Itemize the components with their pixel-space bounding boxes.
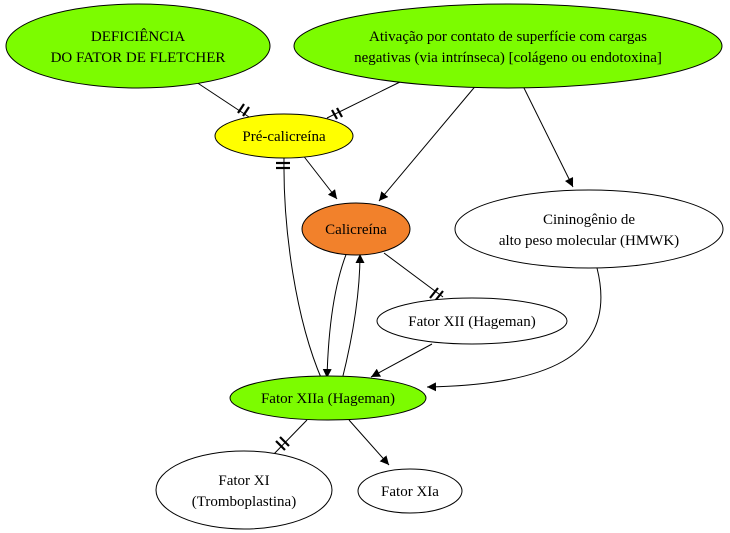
node-label: Fator XIa (381, 484, 439, 500)
node-label-line2: alto peso molecular (HMWK) (499, 233, 679, 249)
node-factor-xiia[interactable]: Fator XIIa (Hageman) (229, 375, 427, 421)
node-label-line1: DEFICIÊNCIA (91, 28, 185, 45)
node-label: Fator XII (Hageman) (408, 314, 535, 330)
node-label-line1: Ativação por contato de superfície com c… (369, 29, 647, 45)
edge-activation-to-kallikrein (378, 82, 479, 202)
node-label-line2: negativas (via intrínseca) [colágeno ou … (354, 50, 662, 66)
edge-kallikrein-to-factor-xiia (322, 251, 348, 379)
edge-activation-to-prekallikrein (326, 81, 401, 120)
node-label-line2: (Tromboplastina) (192, 494, 296, 510)
node-fletcher-factor-deficiency[interactable]: DEFICIÊNCIA DO FATOR DE FLETCHER (5, 3, 271, 89)
node-factor-xi[interactable]: Fator XI (Tromboplastina) (155, 450, 333, 530)
edge-prekallikrein-to-kallikrein (301, 153, 338, 200)
edge-kallikrein-to-factor-xii (383, 252, 444, 302)
edge-factor-xiia-to-factor-xia (348, 419, 390, 466)
nodes: DEFICIÊNCIA DO FATOR DE FLETCHER Ativaçã… (5, 3, 724, 530)
node-surface-contact-activation[interactable]: Ativação por contato de superfície com c… (293, 3, 723, 89)
node-label: Pré-calicreína (242, 129, 326, 145)
node-factor-xia[interactable]: Fator XIa (357, 468, 463, 514)
node-label: Calicreína (325, 222, 387, 238)
node-label: Fator XIIa (Hageman) (261, 391, 395, 407)
edge-activation-to-hmwk (521, 83, 574, 188)
edge-factor-xiia-to-prekallikrein (276, 157, 323, 381)
edge-deficiency-to-prekallikrein (189, 77, 250, 118)
node-kallikrein[interactable]: Calicreína (301, 202, 411, 256)
node-label-line1: Fator XI (218, 473, 269, 489)
edge-factor-xiia-to-factor-xi (270, 419, 308, 458)
edge-factor-xiia-to-kallikrein (341, 253, 365, 381)
edge-hmwk-to-factor-xiia (426, 267, 602, 392)
node-hmwk[interactable]: Cininogênio de alto peso molecular (HMWK… (454, 189, 724, 269)
edge-factor-xii-to-factor-xiia (370, 343, 433, 378)
node-prekallikrein[interactable]: Pré-calicreína (214, 113, 354, 159)
node-factor-xii[interactable]: Fator XII (Hageman) (376, 297, 568, 345)
edges (189, 77, 602, 466)
node-label-line1: Cininogênio de (543, 212, 635, 228)
node-label-line2: DO FATOR DE FLETCHER (51, 50, 226, 66)
